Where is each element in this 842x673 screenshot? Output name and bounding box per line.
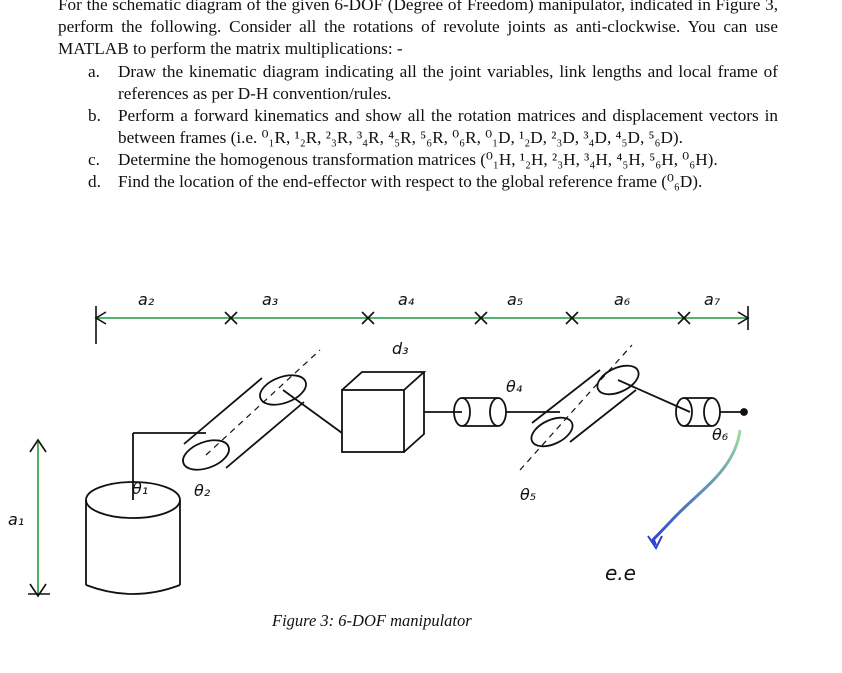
task-text: Perform a forward kinematics and show al… [118, 106, 778, 147]
task-text: Determine the homogenous transformation … [118, 150, 718, 169]
end-effector-curve [651, 429, 742, 546]
task-list: a. Draw the kinematic diagram indicating … [88, 61, 778, 193]
task-item: c. Determine the homogenous transformatio… [88, 149, 778, 171]
dimension-line [94, 306, 750, 344]
label-theta1: θ₁ [132, 479, 148, 498]
prismatic-box [341, 371, 462, 453]
end-effector-arrow [647, 535, 663, 550]
task-mark: a. [88, 62, 100, 81]
task-mark: d. [88, 172, 101, 191]
label-a4: a₄ [398, 290, 415, 309]
label-a1: a₁ [8, 510, 24, 529]
label-theta2: θ₂ [194, 481, 211, 500]
task-mark: c. [88, 150, 100, 169]
label-d3: d₃ [392, 339, 409, 358]
figure-caption: Figure 3: 6-DOF manipulator [272, 611, 472, 630]
link2-cylinder [182, 349, 343, 471]
a1-dimension [28, 438, 50, 598]
joint4-cylinder [453, 397, 560, 427]
label-a3: a₃ [262, 290, 278, 309]
label-a5: a₅ [507, 290, 523, 309]
end-cylinder [675, 397, 748, 427]
task-item: a. Draw the kinematic diagram indicating … [88, 61, 778, 105]
label-a6: a₆ [614, 290, 631, 309]
task-text: Find the location of the end-effector wi… [118, 172, 703, 191]
label-a2: a₂ [138, 290, 155, 309]
manipulator-figure: a₂ a₃ a₄ a₅ a₆ a₇ d₃ θ₁ θ₂ θ₄ θ₅ θ₆ a₁ e… [8, 290, 750, 598]
label-end-effector: e.e [605, 561, 636, 585]
label-theta5: θ₅ [520, 485, 536, 504]
link5-cylinder [519, 344, 691, 471]
task-item: b. Perform a forward kinematics and show … [88, 105, 778, 149]
task-mark: b. [88, 106, 101, 125]
task-text: Draw the kinematic diagram indicating al… [118, 62, 778, 103]
label-theta6: θ₆ [712, 425, 729, 444]
task-item: d. Find the location of the end-effector … [88, 171, 778, 193]
base-cylinder [85, 432, 206, 595]
label-a7: a₇ [704, 290, 721, 309]
intro-paragraph: For the schematic diagram of the given 6… [58, 0, 778, 58]
label-theta4: θ₄ [506, 377, 523, 396]
